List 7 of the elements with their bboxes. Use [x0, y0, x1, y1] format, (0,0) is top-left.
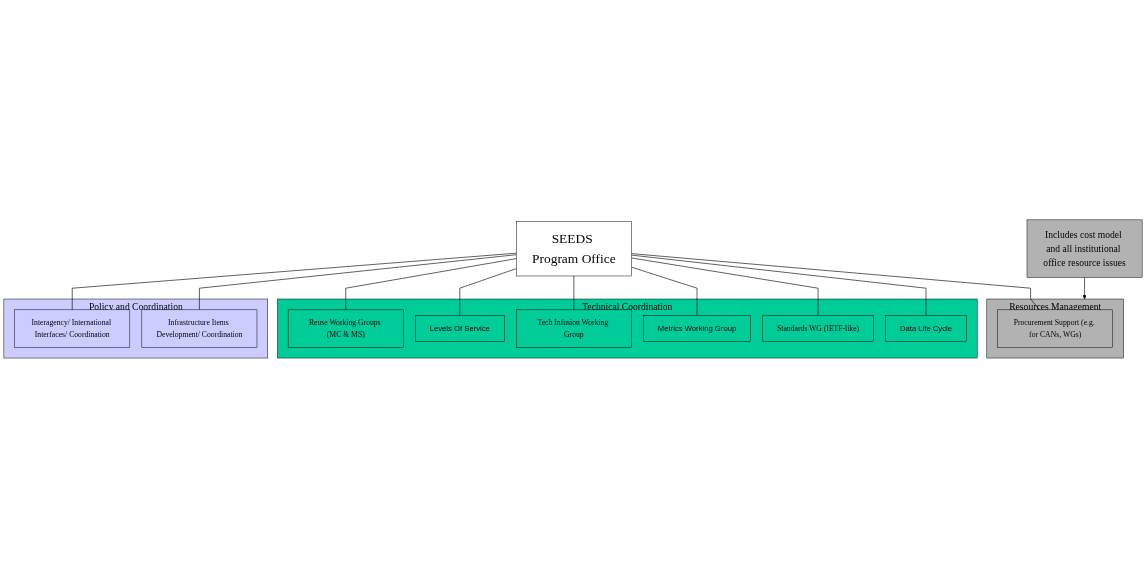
connector [573, 275, 575, 311]
connector [199, 254, 517, 311]
node-box: SEEDS Program Office [516, 221, 632, 277]
node-box: Includes cost model and all institutional office resource issues [1026, 219, 1143, 278]
connector [631, 253, 1040, 311]
connector [459, 268, 517, 316]
connector [345, 258, 517, 311]
